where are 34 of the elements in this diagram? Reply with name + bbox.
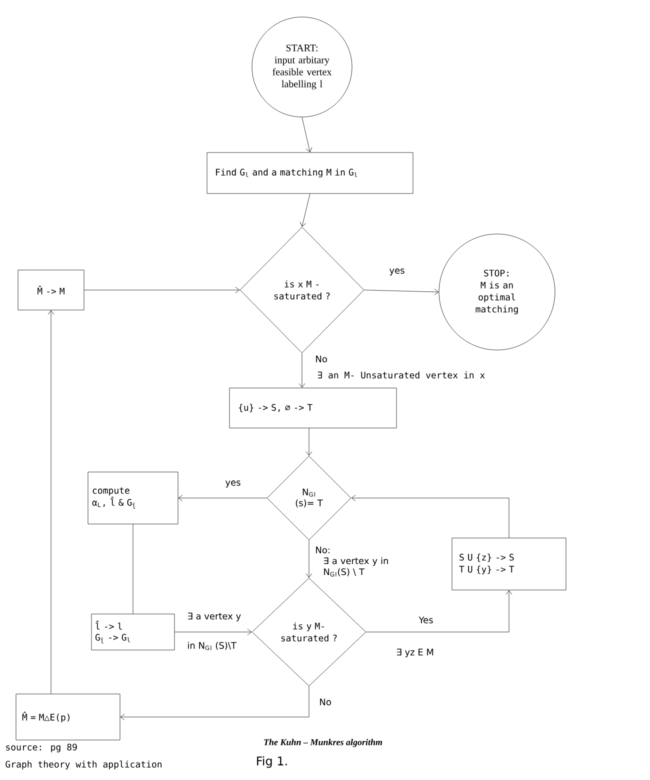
- title: The Kuhn – Munkres algorithm: [264, 738, 382, 748]
- process-box: compute α$_{L}$, l̂ & G$_{l̂}$: [88, 472, 178, 524]
- edge-label: No: [314, 354, 328, 364]
- process-box: Find G$_{l}$ and a matching M in G$_{l}$: [206, 152, 414, 194]
- arrow: [120, 686, 310, 720]
- edge-label: yes: [224, 480, 242, 488]
- arrow: [298, 353, 306, 388]
- arrow: [84, 286, 240, 294]
- process-box: {u} -> S, ∅ -> T: [229, 388, 397, 428]
- caption: Fig 1.: [257, 756, 287, 768]
- arrow: [178, 494, 267, 502]
- condition-text: in N$_{Gl}$ (S)\T: [188, 642, 236, 650]
- source-note: Graph theory with application: [6, 760, 162, 770]
- arrow: [351, 494, 510, 538]
- arrow: [366, 590, 512, 632]
- condition-text: ∃ a vertex y: [188, 612, 241, 622]
- edge-label: yes: [388, 268, 406, 276]
- arrow: [306, 540, 312, 578]
- condition-text: ∃ yz E M: [397, 648, 434, 658]
- condition-text: ∃ an M- Unsaturated vertex in x: [318, 372, 485, 378]
- arrow: [302, 117, 312, 152]
- edge-label: Yes: [418, 616, 434, 624]
- arrow: [364, 288, 439, 296]
- arrow: [48, 310, 54, 694]
- arrow: [174, 628, 252, 636]
- process-box: M̂ = M△E(p): [16, 694, 120, 740]
- process-box: S U {z} -> S T U {y} -> T: [452, 538, 566, 590]
- process-box: M̂ -> M: [18, 270, 84, 310]
- arrow: [306, 428, 312, 456]
- condition-text: ∃ a vertex y in N$_{Gl}$(S) \ T: [324, 557, 388, 576]
- edge-label: No:: [314, 546, 332, 554]
- edge-label: No: [318, 698, 332, 706]
- arrow: [300, 194, 310, 227]
- process-box: l̂ -> l G$_{l̂}$ -> G$_{l}$: [91, 614, 175, 650]
